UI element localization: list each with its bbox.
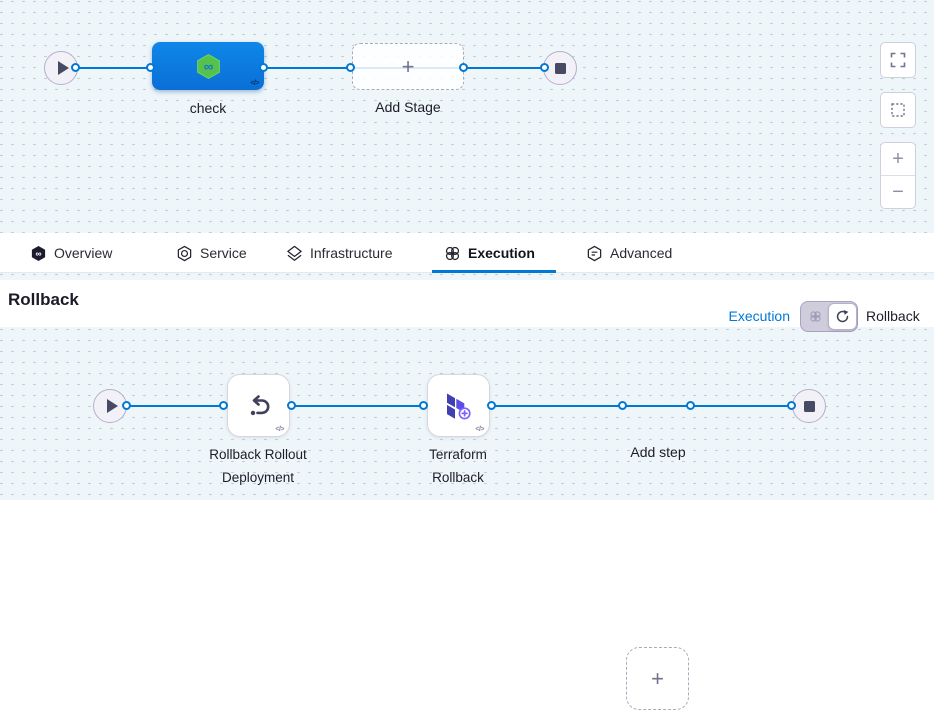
step-node-terraform-rollback[interactable]: </> xyxy=(427,374,490,437)
tab-label: Advanced xyxy=(610,245,673,261)
rollback-view-label: Rollback xyxy=(866,308,920,324)
svg-text:∞: ∞ xyxy=(35,248,41,258)
fit-to-screen-button[interactable] xyxy=(880,42,916,78)
toggle-rollback-segment[interactable] xyxy=(828,303,857,330)
code-icon[interactable]: </> xyxy=(475,426,484,433)
tab-label: Infrastructure xyxy=(310,245,393,261)
plus-icon: + xyxy=(651,665,664,691)
stop-icon xyxy=(554,62,566,74)
connector-dot xyxy=(122,401,131,410)
section-header-band xyxy=(0,280,934,327)
execution-rollback-toggle[interactable] xyxy=(800,301,858,332)
tab-label: Overview xyxy=(54,245,113,261)
stage-canvas[interactable]: ∞ </> check + Add Stage + − xyxy=(0,0,934,233)
step-node-rollback-rollout[interactable]: </> xyxy=(227,374,290,437)
terraform-icon xyxy=(446,393,471,419)
connector-dot xyxy=(146,63,155,72)
toggle-execution-segment[interactable] xyxy=(801,302,830,331)
connector-dot xyxy=(618,401,627,410)
execution-view-link[interactable]: Execution xyxy=(728,308,790,324)
infrastructure-icon xyxy=(287,245,302,261)
tab-overview[interactable]: ∞ Overview xyxy=(30,233,112,273)
execution-icon xyxy=(445,246,460,260)
tab-label: Execution xyxy=(468,245,535,261)
connector-dot xyxy=(71,63,80,72)
play-icon xyxy=(106,399,118,413)
zoom-out-button[interactable]: − xyxy=(892,180,904,203)
stage-label: check xyxy=(189,100,227,116)
connector-dot xyxy=(259,63,268,72)
connector-dot xyxy=(487,401,496,410)
rollback-end-node xyxy=(792,389,826,423)
harness-overview-icon: ∞ xyxy=(31,245,46,261)
connector-dot xyxy=(287,401,296,410)
divider xyxy=(881,175,915,176)
add-step-label: Add step xyxy=(630,444,686,460)
connector-dot xyxy=(540,63,549,72)
tab-infrastructure[interactable]: Infrastructure xyxy=(286,233,392,273)
stage-connector-line xyxy=(61,67,560,69)
zoom-in-button[interactable]: + xyxy=(892,147,904,170)
rollback-arrow-icon xyxy=(250,394,269,415)
plus-icon: + xyxy=(401,53,415,79)
active-tab-underline xyxy=(432,270,556,273)
step-label: Rollback Rollout Deployment xyxy=(209,447,307,485)
tab-service[interactable]: Service xyxy=(176,233,247,273)
select-region-button[interactable] xyxy=(880,92,916,128)
connector-dot xyxy=(459,63,468,72)
connector-dot xyxy=(346,63,355,72)
svg-text:∞: ∞ xyxy=(203,58,213,73)
tab-execution[interactable]: Execution xyxy=(432,233,556,273)
zoom-controls[interactable]: + − xyxy=(880,142,916,209)
connector-dot xyxy=(686,401,695,410)
play-icon xyxy=(57,61,69,75)
code-icon[interactable]: </> xyxy=(250,80,259,87)
service-icon xyxy=(177,245,192,261)
add-stage-label: Add Stage xyxy=(375,99,441,115)
tab-advanced[interactable]: Advanced xyxy=(586,233,672,273)
fullscreen-icon xyxy=(890,52,906,68)
section-title: Rollback xyxy=(8,290,79,309)
step-label: Terraform Rollback xyxy=(429,447,487,485)
code-icon[interactable]: </> xyxy=(275,426,284,433)
connector-dot xyxy=(219,401,228,410)
rollback-circular-arrow-icon xyxy=(836,310,849,323)
advanced-icon xyxy=(587,245,602,261)
connector-dot xyxy=(787,401,796,410)
stop-icon xyxy=(803,400,815,412)
add-stage-button[interactable]: + xyxy=(352,43,464,90)
connector-dot xyxy=(419,401,428,410)
tab-label: Service xyxy=(200,245,247,261)
stage-config-tabbar: ∞ Overview Service Infrastructure Execut… xyxy=(0,233,934,273)
add-step-button[interactable]: + xyxy=(626,647,689,710)
stage-node-check[interactable]: ∞ </> xyxy=(152,42,264,90)
harness-stage-icon: ∞ xyxy=(196,53,220,79)
execution-icon xyxy=(810,311,821,322)
marquee-select-icon xyxy=(891,103,905,117)
